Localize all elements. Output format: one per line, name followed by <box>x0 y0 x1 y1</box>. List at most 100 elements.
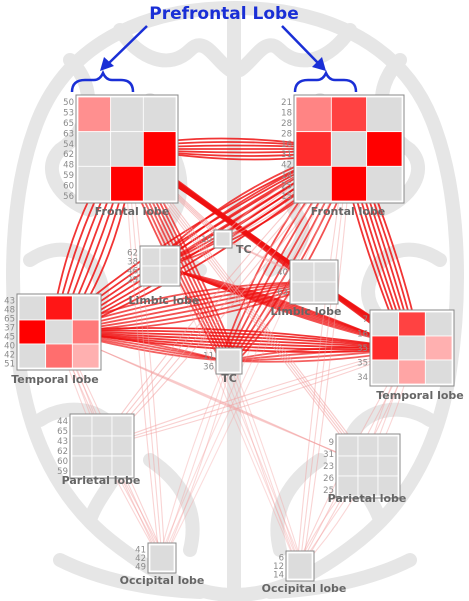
brain-fold-13 <box>143 453 200 557</box>
row-number: 53 <box>63 109 74 119</box>
matrix-cell <box>377 455 399 477</box>
brace-left <box>70 69 135 93</box>
row-number: 63 <box>277 288 288 298</box>
matrix-cell <box>371 359 400 385</box>
link-tc-mid-occipital-left-0 <box>158 360 227 559</box>
matrix-cell <box>287 552 313 580</box>
matrix-cell <box>313 281 337 303</box>
matrix-cell <box>424 359 453 385</box>
matrix-cell <box>159 265 179 285</box>
row-number: 31 <box>281 150 292 160</box>
lobe-label: Temporal lobe <box>376 389 464 402</box>
row-number: 26 <box>323 474 334 484</box>
row-number: 42 <box>4 351 15 361</box>
row-number: 37 <box>4 324 15 334</box>
row-number: 59 <box>63 171 74 181</box>
row-number: 60 <box>63 181 74 191</box>
lobe-label: TC <box>236 243 252 256</box>
link-frontal-left-occipital-right-0 <box>123 148 298 567</box>
link-frontal-right-occipital-right-2 <box>302 148 353 567</box>
row-number: 12 <box>273 562 284 572</box>
row-number: 59 <box>57 467 68 477</box>
matrix-cell <box>337 455 359 477</box>
row-number: 40 <box>277 268 288 278</box>
row-number: 35 <box>357 344 368 354</box>
link-frontal-left-occipital-left-2 <box>129 148 166 559</box>
row-number: 31 <box>323 450 334 460</box>
lobe-label: Occipital lobe <box>120 574 205 587</box>
row-number: 21 <box>281 98 292 108</box>
link-tc-mid-occipital-right-0 <box>225 360 298 567</box>
arrow-right <box>281 25 319 64</box>
lobe-label: TC <box>221 372 237 385</box>
brain-fold-17 <box>53 553 207 599</box>
lobe-label: Parietal lobe <box>328 492 407 505</box>
row-number: 42 <box>135 554 146 564</box>
lobe-label: Occipital lobe <box>262 582 347 595</box>
matrix-cell <box>45 319 73 345</box>
matrix-cell <box>357 435 379 457</box>
matrix-cell <box>111 455 133 477</box>
link-frontal-left-occipital-right-1 <box>126 148 301 567</box>
link-temporal-right-parietal-left-0 <box>99 347 410 447</box>
row-number: 48 <box>63 161 74 171</box>
row-number: 7 <box>363 315 368 325</box>
matrix-cell <box>398 311 426 337</box>
arrow-left <box>108 25 148 64</box>
matrix-cell <box>330 96 368 133</box>
arrow-right-head <box>312 57 326 71</box>
matrix-cell <box>217 349 241 373</box>
link-frontal-right-occipital-right-0 <box>296 148 347 567</box>
row-number: 18 <box>281 109 292 119</box>
row-number: 29 <box>127 276 138 286</box>
matrix-cell <box>110 96 144 133</box>
matrix-cell <box>398 335 426 361</box>
row-number: 23 <box>323 462 334 472</box>
row-number: 28 <box>281 129 292 139</box>
row-number: 65 <box>4 315 15 325</box>
row-number: 62 <box>63 150 74 160</box>
matrix-cell <box>71 295 100 321</box>
link-frontal-right-occipital-left-1 <box>161 148 350 559</box>
brain-fold-0 <box>6 1 241 601</box>
row-number: 43 <box>57 437 68 447</box>
row-number: 35 <box>357 358 368 368</box>
matrix-cell <box>71 435 93 457</box>
matrix-cell <box>77 96 112 133</box>
brain-fold-14 <box>270 453 327 557</box>
brain-fold-18 <box>263 553 417 599</box>
matrix-cell <box>377 475 399 497</box>
matrix-cell <box>313 261 337 283</box>
matrix-cell <box>71 455 93 477</box>
lobe-label: Frontal lobe <box>95 205 170 218</box>
row-number: 9 <box>329 438 334 448</box>
matrix-cell <box>91 455 113 477</box>
matrix-cell <box>71 319 100 345</box>
link-frontal-right-occipital-left-2 <box>164 148 353 559</box>
row-number: 51 <box>4 360 15 370</box>
row-number: 11 <box>203 352 214 362</box>
row-number: 38 <box>127 258 138 268</box>
matrix-cell <box>110 131 144 167</box>
row-number: 40 <box>4 342 15 352</box>
matrix-cell <box>91 435 113 457</box>
row-number: 14 <box>281 171 292 181</box>
prefrontal-annotation: Prefrontal Lobe <box>70 4 358 93</box>
row-number: 65 <box>57 427 68 437</box>
link-frontal-right-occipital-right-1 <box>299 148 350 567</box>
matrix-cell <box>18 343 47 369</box>
row-number: 60 <box>57 457 68 467</box>
brain-fold-3 <box>45 53 97 217</box>
row-number: 56 <box>63 192 74 202</box>
row-number: 14 <box>273 571 284 581</box>
link-frontal-left-occipital-left-1 <box>126 148 163 559</box>
link-tc-mid-occipital-left-1 <box>161 360 230 559</box>
matrix-cell <box>77 165 112 202</box>
